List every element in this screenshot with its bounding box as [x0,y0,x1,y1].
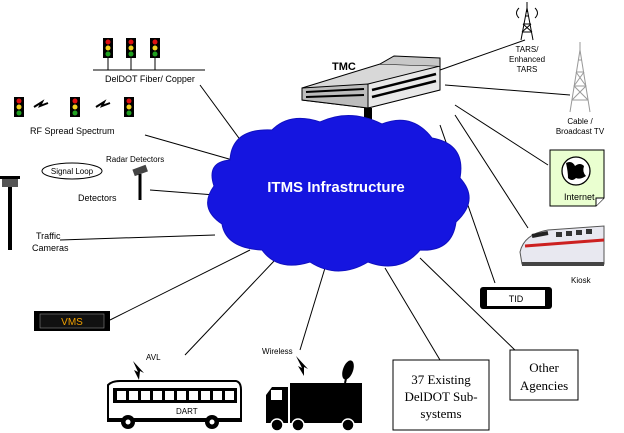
fiber-label: DelDOT Fiber/ Copper [105,74,195,84]
traffic-signal-icon [150,38,160,58]
globe-icon [561,156,591,186]
vms-label: VMS [61,317,83,328]
traffic-signal-icon [126,38,136,58]
tars-label-2: Enhanced [509,55,545,64]
tmc-label: TMC [332,61,356,73]
tid-label: TID [509,294,524,304]
itms-cloud: ITMS Infrastructure [207,114,470,272]
wireless-label: Wireless [262,347,293,356]
tars-label-3: TARS [517,65,538,74]
traffic-signal-icon [70,97,80,117]
camera-icon [0,176,20,250]
agencies-label-2: Agencies [520,378,568,393]
lightning-bolt-icon [296,356,308,376]
cloud-label: ITMS Infrastructure [267,179,405,196]
agencies-label-1: Other [529,360,559,375]
subsystems-box [392,359,490,431]
radar-detector-icon [132,164,148,200]
tars-label-1: TARS/ [516,45,540,54]
radio-tower-icon [516,2,538,41]
traffic-signal-icon [14,97,24,117]
dart-label: DART [176,407,198,416]
traffic-cameras-label-1: Traffic [36,231,61,241]
vms-sign: VMS [34,311,110,331]
traffic-signal-icon [124,97,134,117]
lightning-bolt-icon [33,99,49,108]
connector-lines [59,39,571,361]
rf-label: RF Spread Spectrum [30,126,115,136]
signal-loop-label: Signal Loop [51,167,94,176]
satellite-dish-icon [342,360,354,384]
fiber-bus [93,58,205,71]
rf-signals [14,97,134,117]
avl-label: AVL [146,353,161,362]
subsystems-label-1: 37 Existing [411,372,471,387]
traffic-cameras-label-2: Cameras [32,243,69,253]
agencies-box [509,349,579,401]
subsystems-label-2: DelDOT Sub- [404,389,477,404]
radio-tower-icon [569,42,591,113]
traffic-signal-icon [103,38,113,58]
bus-icon: DART [107,380,242,429]
cable-label-2: Broadcast TV [556,127,605,136]
cable-label-1: Cable / [567,117,593,126]
signal-loop-ellipse [41,162,103,180]
lightning-bolt-icon [133,361,144,380]
radar-label: Radar Detectors [106,155,164,164]
kiosk-label: Kiosk [571,276,592,285]
subsystems-label-3: systems [420,406,461,421]
lightning-bolt-icon [95,99,111,108]
truck-icon [266,383,362,432]
internet-label: Internet [564,192,595,202]
traffic-signals-fiber [103,38,160,58]
detectors-label: Detectors [78,193,117,203]
train-icon [519,225,605,266]
tid-device: TID [480,287,552,309]
internet-page: Internet [549,149,605,207]
